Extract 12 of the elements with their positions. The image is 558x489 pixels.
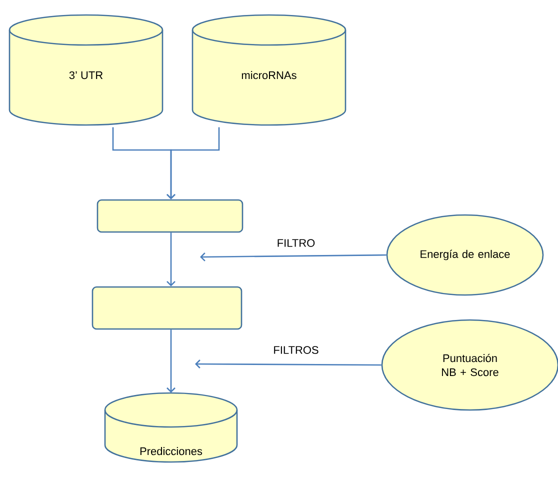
database-cylinder: Predicciones xyxy=(104,392,238,463)
process-box xyxy=(92,286,242,330)
arrow xyxy=(166,330,176,393)
arrow xyxy=(195,360,382,368)
arrow xyxy=(166,127,220,200)
arrow xyxy=(200,252,386,262)
edge-label: FILTROS xyxy=(272,345,320,355)
arrow xyxy=(166,232,176,286)
edge-label: FILTRO xyxy=(276,238,316,248)
database-cylinder: 3’ UTR xyxy=(8,14,164,126)
database-cylinder: microRNAs xyxy=(192,14,346,126)
process-box xyxy=(96,199,244,233)
